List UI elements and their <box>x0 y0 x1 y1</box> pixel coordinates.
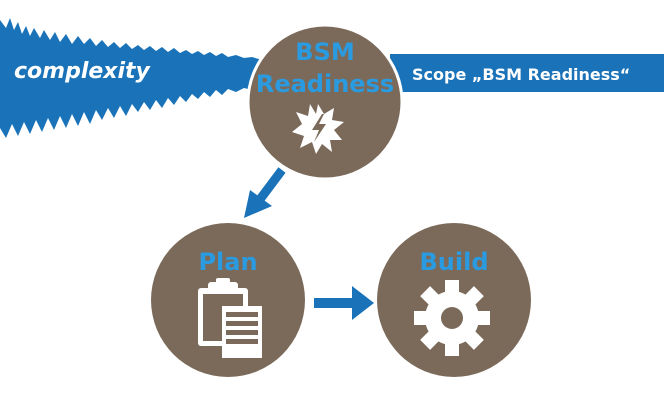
scope-label: Scope „BSM Readiness“ <box>412 65 630 84</box>
complexity-band <box>0 18 262 138</box>
complexity-label: complexity <box>14 59 152 84</box>
bsm-readiness-node <box>246 23 404 181</box>
bsm-readiness-title-line1: BSM <box>295 38 354 66</box>
plan-title: Plan <box>198 248 257 276</box>
clipboard-icon <box>198 278 262 358</box>
build-title: Build <box>419 248 488 276</box>
bsm-readiness-title-line2: Readiness <box>256 70 394 98</box>
scope-banner <box>390 54 664 92</box>
starburst-lightning-icon <box>292 104 344 154</box>
arrow-plan-to-build <box>314 286 374 320</box>
gear-icon <box>414 280 490 356</box>
arrow-bsm-to-plan <box>244 167 286 218</box>
